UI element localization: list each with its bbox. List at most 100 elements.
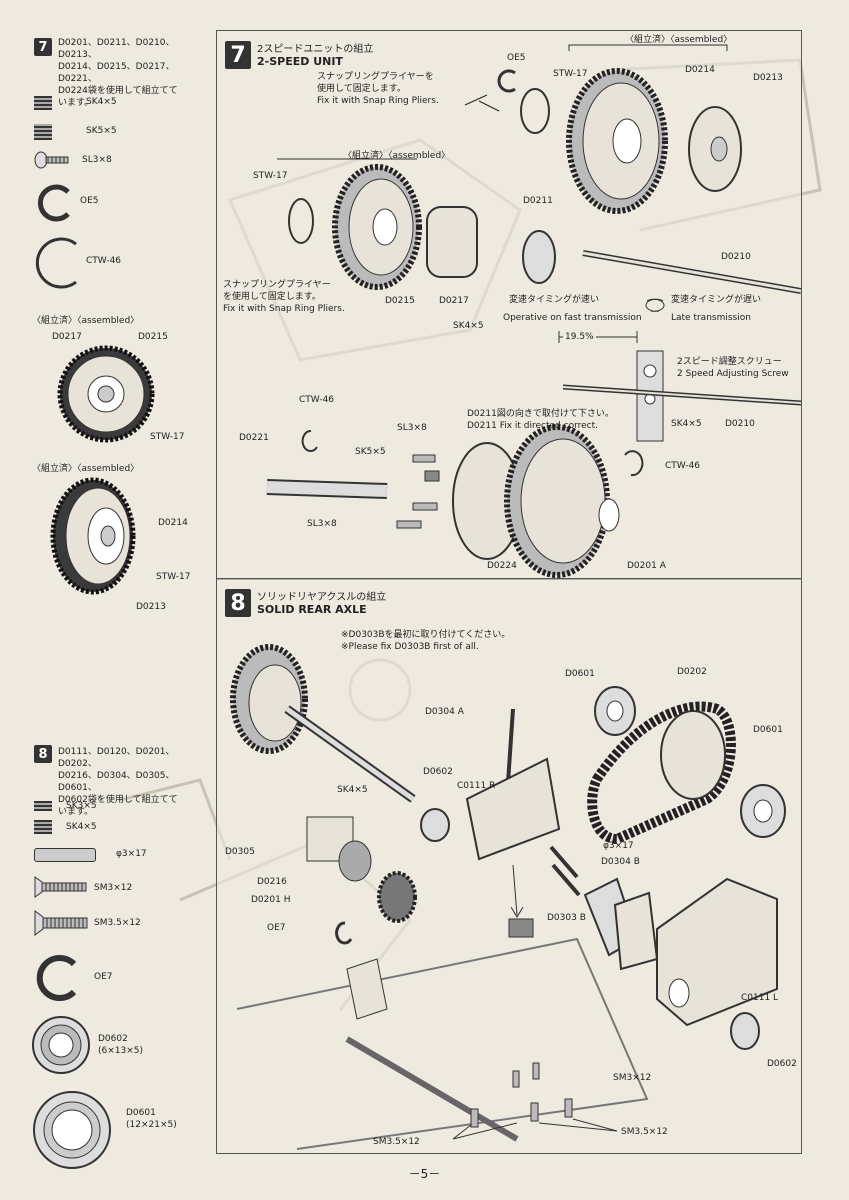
part-label: D0304 B — [601, 857, 640, 867]
part-label: STW-17 — [253, 171, 288, 181]
part-label: SK5×5 — [355, 447, 386, 457]
part-label: D0210 — [721, 252, 751, 262]
step8-badge: 8 — [225, 589, 251, 617]
e-ring-icon — [36, 955, 77, 1001]
part-label: φ3×17 — [603, 841, 634, 851]
step7-note-pliers-2: スナップリングプライヤー を使用して固定します。 Fix it with Sna… — [223, 280, 345, 314]
step7-exploded-drawing — [266, 44, 801, 578]
part-label: D0201 H — [251, 895, 291, 905]
step8-note: ※D0303Bを最初に取り付けてください。 ※Please fix D0303B… — [341, 630, 511, 652]
set-screw-icon — [34, 124, 52, 140]
dimension-percent: 19.5% — [563, 332, 596, 343]
step7-badge: 7 — [225, 41, 251, 69]
part-label: D0215 — [385, 296, 415, 306]
part-oe7-label: OE7 — [94, 972, 113, 982]
pan-screw-icon — [34, 151, 69, 169]
gear-assembly-icon — [50, 477, 136, 595]
timing-late-en: Late transmission — [671, 313, 751, 323]
part-sk4x5-label: SK4×5 — [86, 97, 117, 107]
part-label: D0217 — [52, 332, 82, 342]
part-label: OE7 — [267, 923, 286, 933]
part-label: D0210 — [725, 419, 755, 429]
part-oe5-label: OE5 — [80, 196, 99, 206]
part-d0601-label: D0601 — [126, 1108, 156, 1118]
part-label: SK4×5 — [337, 785, 368, 795]
part-sk3x5-label: SK3×5 — [66, 801, 97, 811]
e-ring-icon — [497, 69, 516, 93]
bearing-icon — [32, 1016, 90, 1074]
part-label: D0224 — [487, 561, 517, 571]
adjusting-screw-en: 2 Speed Adjusting Screw — [677, 369, 789, 379]
bearing-icon — [33, 1091, 111, 1169]
timing-fast-en: Operative on fast transmission — [503, 313, 642, 323]
part-label: SM3×12 — [613, 1073, 652, 1083]
step8-panel: 8 ソリッドリヤアクスルの組立 SOLID REAR AXLE ※D0303Bを… — [216, 578, 802, 1154]
part-label: D0601 — [565, 669, 595, 679]
part-sk5x5-label: SK5×5 — [86, 126, 117, 136]
part-label: C0111 L — [741, 993, 779, 1003]
part-label: STW-17 — [150, 432, 185, 442]
sidebar-step7-badge: 7 — [34, 38, 52, 56]
part-label: D0217 — [439, 296, 469, 306]
adjusting-screw-jp: 2スピード調整スクリュー — [677, 357, 782, 367]
part-label: STW-17 — [156, 572, 191, 582]
part-label: D0303 B — [547, 913, 586, 923]
assembled-label: 〈組立済〉〈assembled〉 — [343, 151, 451, 161]
part-ctw46-label: CTW-46 — [86, 256, 122, 266]
pin-icon — [34, 848, 96, 862]
direction-note-en: D0211 Fix it directed correct. — [467, 421, 599, 431]
sidebar-step7-desc: D0201、D0211、D0210、D0213、 D0214、D0215、D02… — [58, 38, 178, 108]
set-screw-icon — [34, 96, 52, 110]
set-screw-icon — [34, 801, 52, 811]
countersunk-screw-icon — [34, 876, 87, 898]
part-label: D0214 — [158, 518, 188, 528]
part-label: SM3.5×12 — [621, 1127, 668, 1137]
page-number: －5－ — [408, 1167, 441, 1181]
sidebar-step8-desc: D0111、D0120、D0201、D0202、 D0216、D0304、D03… — [58, 747, 178, 817]
assembled-label: 〈組立済〉〈assembled〉 — [625, 35, 733, 45]
sidebar-step8-badge: 8 — [34, 745, 52, 763]
direction-note-jp: D0211図の向きで取付けて下さい。 — [467, 409, 614, 419]
part-label: OE5 — [507, 53, 526, 63]
part-label: D0211 — [523, 196, 553, 206]
part-label: CTW-46 — [665, 461, 701, 471]
assembled-label: 〈組立済〉〈assembled〉 — [32, 316, 140, 326]
step8-exploded-drawing — [230, 644, 786, 1150]
set-screw-icon — [34, 820, 52, 834]
assembled-label: 〈組立済〉〈assembled〉 — [32, 464, 140, 474]
step7-note-pliers: スナップリングプライヤーを 使用して固定します。 Fix it with Sna… — [317, 72, 439, 106]
part-label: C0111 R — [457, 781, 496, 791]
part-label: D0214 — [685, 65, 715, 75]
e-ring-icon — [37, 184, 70, 222]
step7-panel: 7 2スピードユニットの組立 2-SPEED UNIT スナップリングプライヤー… — [216, 30, 802, 580]
part-label: D0216 — [257, 877, 287, 887]
part-label: SM3.5×12 — [373, 1137, 420, 1147]
part-pin-label: φ3×17 — [116, 849, 147, 859]
part-label: CTW-46 — [299, 395, 335, 405]
part-label: D0602 — [423, 767, 453, 777]
part-sm35x12-label: SM3.5×12 — [94, 918, 141, 928]
part-sl3x8-label: SL3×8 — [82, 155, 112, 165]
part-label: D0304 A — [425, 707, 464, 717]
part-label: SK4×5 — [453, 321, 484, 331]
timing-fast-jp: 変速タイミングが速い — [509, 295, 600, 305]
part-label: D0221 — [239, 433, 269, 443]
countersunk-screw-icon — [34, 910, 88, 936]
gear-assembly-icon — [57, 345, 155, 443]
part-label: D0213 — [136, 602, 166, 612]
part-d0601-size: (12×21×5) — [126, 1120, 177, 1130]
part-label: SL3×8 — [307, 519, 337, 529]
part-d0602-label: D0602 — [98, 1034, 128, 1044]
part-label: D0601 — [753, 725, 783, 735]
part-sk4x5-label: SK4×5 — [66, 822, 97, 832]
timing-late-jp: 変速タイミングが遅い — [671, 295, 762, 305]
part-label: D0602 — [767, 1059, 797, 1069]
part-label: SK4×5 — [671, 419, 702, 429]
step7-title: 2スピードユニットの組立 2-SPEED UNIT — [257, 44, 374, 68]
part-sm3x12-label: SM3×12 — [94, 883, 133, 893]
c-ring-icon — [35, 237, 77, 289]
part-label: SL3×8 — [397, 423, 427, 433]
part-label: D0201 A — [627, 561, 666, 571]
part-label: D0215 — [138, 332, 168, 342]
